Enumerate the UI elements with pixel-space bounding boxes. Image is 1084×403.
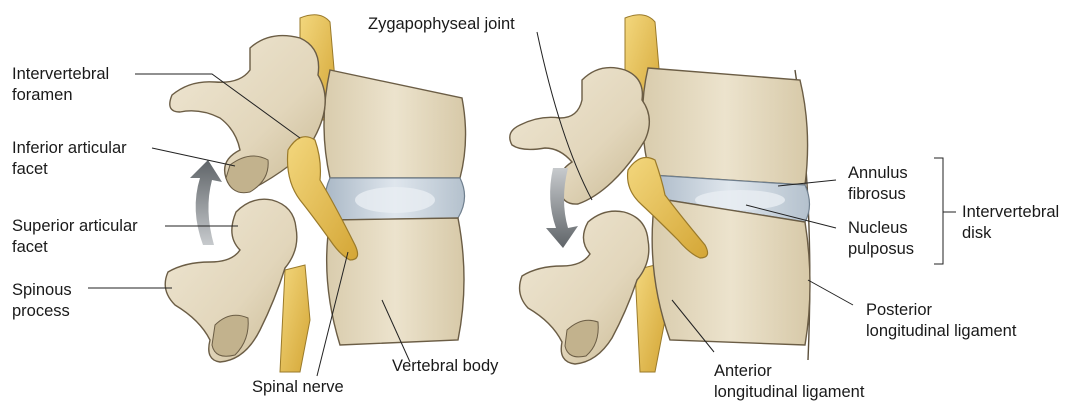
label-spinal-nerve: Spinal nerve bbox=[252, 377, 344, 398]
label-nucleus-pulposus: Nucleus pulposus bbox=[848, 218, 914, 260]
label-zygapophyseal-joint: Zygapophyseal joint bbox=[368, 14, 515, 35]
label-vertebral-body: Vertebral body bbox=[392, 356, 498, 377]
label-anterior-longitudinal-ligament: Anterior longitudinal ligament bbox=[714, 361, 864, 403]
label-posterior-longitudinal-ligament: Posterior longitudinal ligament bbox=[866, 300, 1016, 342]
label-intervertebral-foramen: Intervertebral foramen bbox=[12, 64, 109, 106]
left-upper-vertebral-body bbox=[324, 70, 466, 178]
label-inferior-articular-facet: Inferior articular facet bbox=[12, 138, 127, 180]
left-vertebrae bbox=[165, 15, 465, 372]
label-annulus-fibrosus: Annulus fibrosus bbox=[848, 163, 908, 205]
label-superior-articular-facet: Superior articular facet bbox=[12, 216, 138, 258]
label-intervertebral-disk: Intervertebral disk bbox=[962, 202, 1059, 244]
right-upper-vertebral-body bbox=[642, 68, 807, 185]
label-spinous-process: Spinous process bbox=[12, 280, 72, 322]
left-extension-arrow bbox=[190, 160, 222, 245]
